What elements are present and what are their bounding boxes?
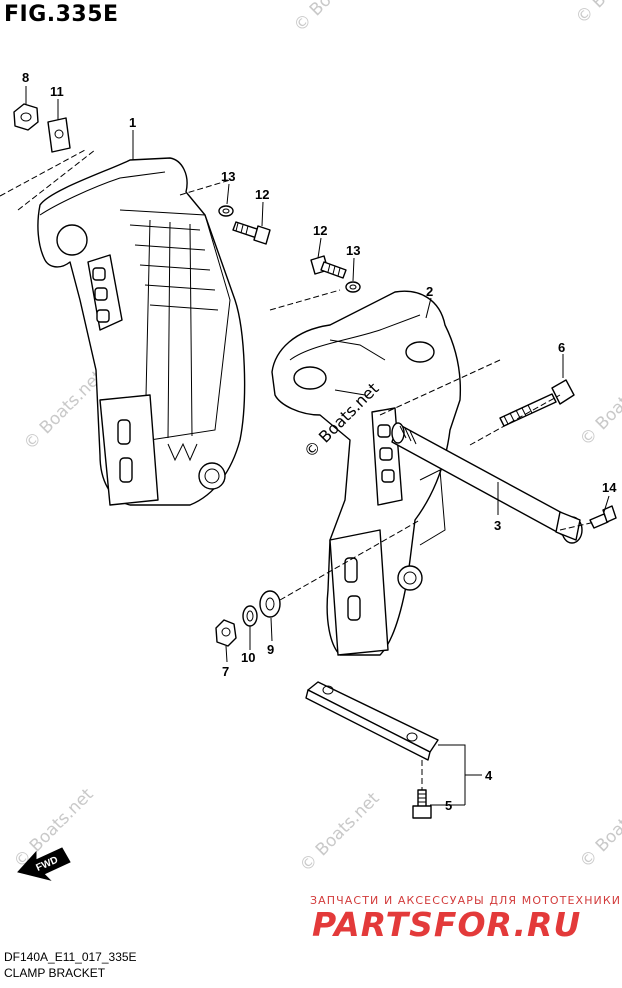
bolt-long <box>499 379 575 427</box>
promo-logo: PARTSFOR.RU <box>312 905 582 944</box>
callout-10: 10 <box>241 650 255 665</box>
callout-11: 11 <box>50 84 64 99</box>
bolt-lower <box>310 255 347 279</box>
washer-10 <box>242 605 258 627</box>
fwd-arrow: FWD <box>17 847 71 881</box>
callout-13-lower: 13 <box>346 243 360 258</box>
callout-6: 6 <box>558 340 565 355</box>
callout-8: 8 <box>22 70 29 85</box>
spacer-plate <box>305 681 439 761</box>
bolt-small <box>589 505 617 529</box>
callout-5: 5 <box>445 798 452 813</box>
nut-top <box>13 103 39 131</box>
callout-1: 1 <box>129 115 136 130</box>
callout-2: 2 <box>426 284 433 299</box>
callout-12-upper: 12 <box>255 187 269 202</box>
nut-lower <box>215 619 237 647</box>
clamp-bracket-right <box>271 290 462 656</box>
washer-9-hole <box>265 597 275 611</box>
drawing-name: CLAMP BRACKET <box>4 966 106 980</box>
callout-3: 3 <box>494 518 501 533</box>
callout-labels: 1 2 3 4 5 6 7 8 9 10 11 12 12 13 13 14 <box>22 70 617 813</box>
promo-tagline: ЗАПЧАСТИ И АКСЕССУАРЫ ДЛЯ МОТОТЕХНИКИ <box>310 894 622 907</box>
washer-lower <box>345 281 361 293</box>
drawing-code: DF140A_E11_017_335E <box>4 950 137 964</box>
washer-10-hole <box>246 610 254 622</box>
callout-14: 14 <box>602 480 617 495</box>
callout-9: 9 <box>267 642 274 657</box>
plate-bolt <box>412 789 432 819</box>
callout-13-upper: 13 <box>221 169 235 184</box>
bolt-upper <box>232 221 271 245</box>
callout-7: 7 <box>222 664 229 679</box>
plate-top <box>47 117 71 153</box>
clamp-bracket-left <box>37 157 246 506</box>
washer-upper <box>218 205 234 217</box>
washer-9 <box>259 590 281 618</box>
washer-lower-hole <box>349 284 357 290</box>
callout-12-lower: 12 <box>313 223 327 238</box>
leader-lines <box>0 86 610 806</box>
tilt-tube <box>391 422 583 544</box>
washer-upper-hole <box>222 208 230 214</box>
figure-title: FIG.335E <box>4 2 119 27</box>
callout-4: 4 <box>485 768 493 783</box>
